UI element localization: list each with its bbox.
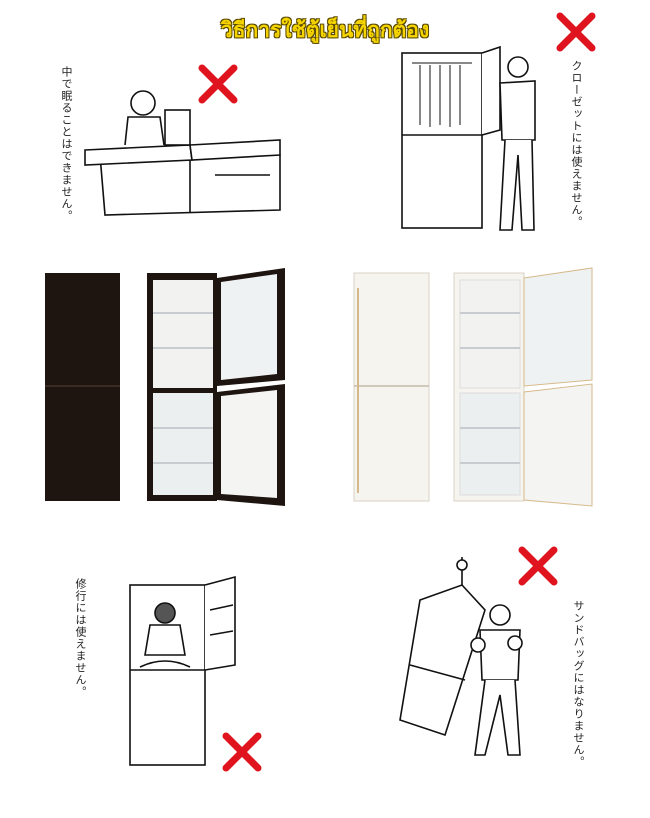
illustration-fridge-as-closet — [401, 45, 536, 231]
illustration-fridge-as-punching-bag — [399, 557, 523, 756]
caption-sleep: 中で眠ることはできません。 — [60, 66, 73, 222]
x-mark-icon — [518, 546, 558, 586]
illustration-sleeping-in-fridge — [84, 90, 281, 216]
x-mark-icon — [556, 12, 596, 52]
caption-training: 修行には使えません。 — [74, 578, 87, 698]
x-mark-icon — [222, 732, 262, 772]
x-mark-icon — [198, 64, 238, 104]
photo-dark-fridge — [45, 268, 285, 506]
caption-closet: クローゼットには使えません。 — [570, 60, 583, 228]
caption-sandbag: サンドバッグにはなりません。 — [572, 600, 585, 768]
illustration-meditating-in-fridge — [129, 575, 236, 766]
photo-white-fridge — [353, 267, 593, 507]
page-title: วิธีการใช้ตู้เย็นที่ถูกต้อง — [220, 17, 430, 42]
